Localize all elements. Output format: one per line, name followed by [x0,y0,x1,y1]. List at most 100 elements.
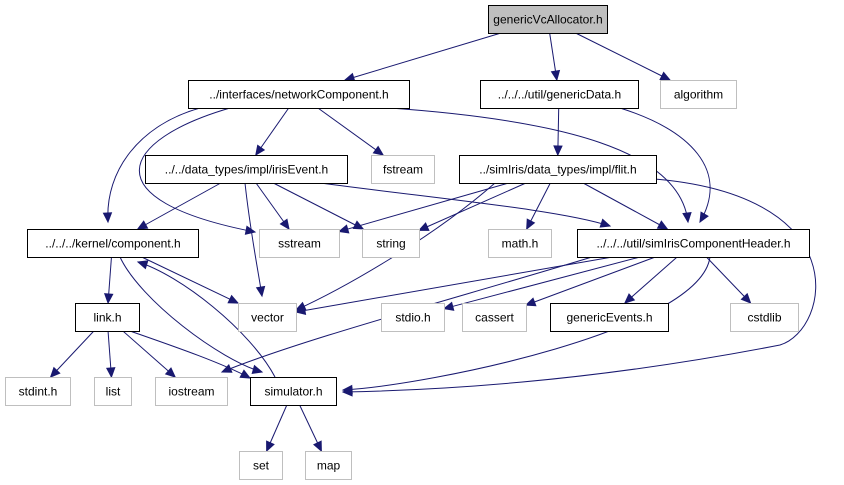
node-box [730,303,799,332]
edge-simIrisHeader-to-cassert [524,256,656,307]
edge-genericData-to-flit [553,107,563,157]
node-label: math.h [502,237,539,251]
edge-simIrisHeader-to-vector [294,256,613,316]
node-label: fstream [383,163,423,177]
edge-root-to-networkComponent [343,32,502,82]
node-label: link.h [93,311,121,325]
edge-simulator-to-set [266,404,288,453]
edge-networkComponent-to-irisEvent [255,107,290,157]
edge-component-to-simulator [119,256,264,374]
node-genericEvents[interactable]: genericEvents.h [550,303,669,332]
edge-simulator-to-component [136,260,276,378]
node-box [371,155,435,184]
node-box [94,377,132,406]
node-box [27,229,199,258]
node-box [145,155,348,184]
node-label: list [106,385,121,399]
node-box [238,303,297,332]
node-box [577,229,810,258]
edge-root-to-genericData [549,32,561,82]
node-box [462,303,527,332]
edge-simulator-to-map [299,404,322,453]
node-box [305,451,352,480]
edge-flit-to-simulator [341,177,817,397]
node-label: ../../../kernel/component.h [45,237,180,251]
node-label: algorithm [674,88,723,102]
node-label: string [376,237,405,251]
node-map: map [305,451,352,480]
edge-simIrisHeader-to-genericEvents [623,256,678,304]
node-box [239,451,283,480]
node-flit[interactable]: ../simIris/data_types/impl/flit.h [459,155,657,184]
edge-networkComponent-to-component [102,107,201,224]
node-label: ../../data_types/impl/irisEvent.h [165,163,328,177]
nodes-layer: genericVcAllocator.h ../interfaces/networ… [5,5,810,480]
node-genericData[interactable]: ../../../util/genericData.h [480,80,639,109]
node-iostream: iostream [155,377,228,406]
node-box [250,377,337,406]
node-box [75,303,140,332]
edge-genericData-to-simIrisHeader [619,107,711,224]
node-mathh: math.h [488,229,552,258]
edge-irisEvent-to-simIrisHeader [319,182,612,228]
edge-networkComponent-to-fstream [317,107,385,156]
node-component[interactable]: ../../../kernel/component.h [27,229,199,258]
node-label: sstream [278,237,321,251]
node-box [381,303,445,332]
node-label: vector [251,311,284,325]
edge-flit-to-mathh [526,182,551,231]
edge-irisEvent-to-vector [244,182,266,298]
node-vector: vector [238,303,297,332]
node-box [488,229,552,258]
node-list: list [94,377,132,406]
node-algorithm: algorithm [660,80,737,109]
edge-linkh-to-simulator [129,330,252,379]
node-label: stdio.h [395,311,430,325]
edge-simIrisHeader-to-stdioh [442,256,641,311]
edge-flit-to-sstream [337,182,509,234]
node-cassert: cassert [462,303,527,332]
node-label: iostream [168,385,214,399]
node-label: ../interfaces/networkComponent.h [209,88,388,102]
node-label: cstdlib [747,311,781,325]
node-label: cassert [475,311,514,325]
node-cstdlib: cstdlib [730,303,799,332]
node-box [362,229,420,258]
node-box [259,229,340,258]
node-label: ../../../util/simIrisComponentHeader.h [596,237,790,251]
node-box [660,80,737,109]
node-linkh[interactable]: link.h [75,303,140,332]
node-box [155,377,228,406]
node-sstream: sstream [259,229,340,258]
node-box [550,303,669,332]
node-label: genericEvents.h [566,311,652,325]
node-simIrisHeader[interactable]: ../../../util/simIrisComponentHeader.h [577,229,810,258]
node-box [488,5,608,34]
edge-simIrisHeader-to-cstdlib [706,256,752,304]
node-label: map [317,459,341,473]
node-label: ../../../util/genericData.h [498,88,621,102]
edge-linkh-to-list [105,330,116,379]
node-label: set [253,459,270,473]
node-networkComponent[interactable]: ../interfaces/networkComponent.h [188,80,410,109]
edge-linkh-to-stdinth [49,330,95,378]
node-label: simulator.h [264,385,322,399]
edge-flit-to-string [417,182,527,231]
edge-component-to-vector [141,256,240,304]
edge-root-to-algorithm [575,32,672,81]
node-box [480,80,639,109]
edge-irisEvent-to-component [136,182,221,230]
node-string: string [362,229,420,258]
node-root[interactable]: genericVcAllocator.h [488,5,608,34]
node-box [188,80,410,109]
edge-simIrisHeader-to-simulator [341,256,711,395]
node-box [459,155,657,184]
edge-component-to-linkh [103,256,114,305]
node-box [5,377,71,406]
node-irisEvent[interactable]: ../../data_types/impl/irisEvent.h [145,155,348,184]
node-set: set [239,451,283,480]
node-label: ../simIris/data_types/impl/flit.h [479,163,636,177]
edge-flit-to-simIrisHeader [582,182,669,230]
node-simulator[interactable]: simulator.h [250,377,337,406]
